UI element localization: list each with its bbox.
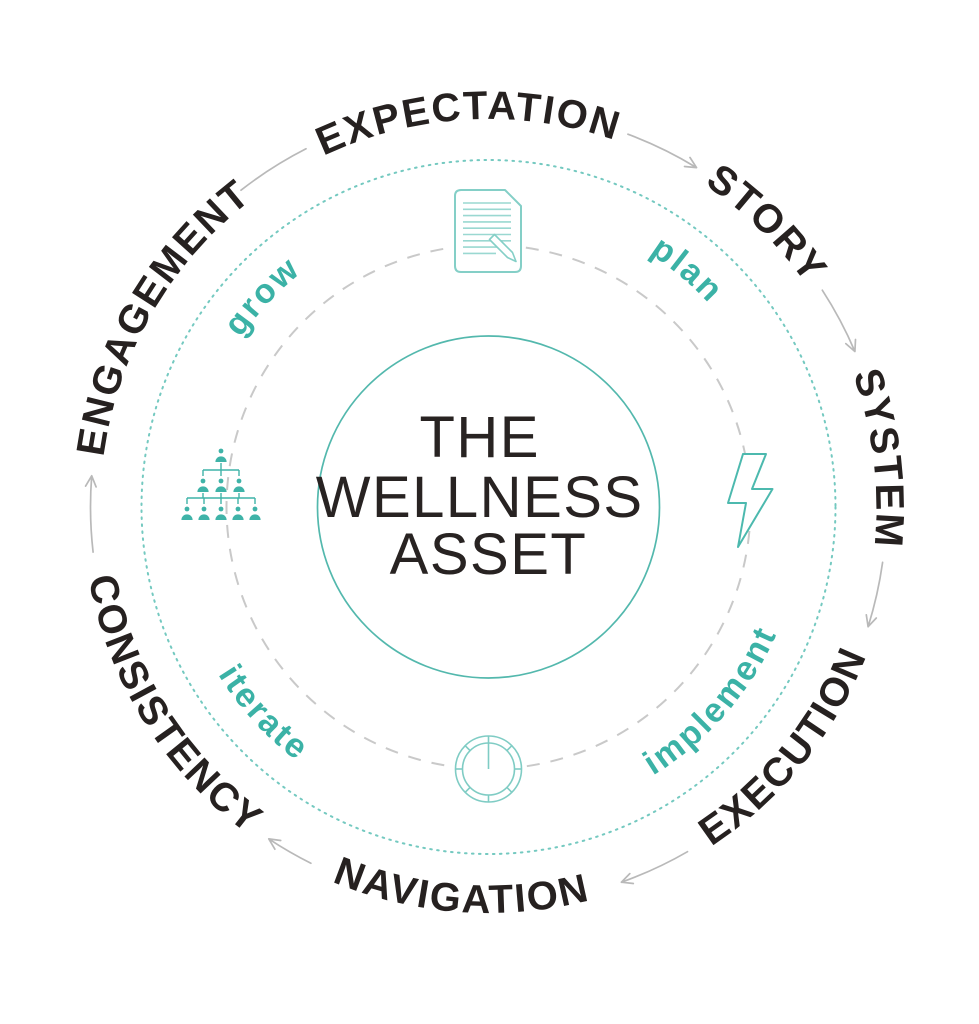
lightning-icon (727, 453, 774, 548)
ring-word-expectation: EXPECTATION (310, 84, 625, 164)
person-glyph (232, 506, 244, 520)
ring-word-navigation: NAVIGATION (329, 849, 592, 922)
person-glyph (181, 506, 193, 520)
svg-text:SYSTEM: SYSTEM (845, 363, 912, 550)
cycle-arrows (84, 133, 884, 885)
ring-word-execution: EXECUTION (691, 640, 873, 854)
svg-text:iterate: iterate (211, 658, 317, 768)
center-title-line-1: THE (419, 405, 540, 470)
ring-word-story: STORY (699, 156, 834, 291)
inner-word-grow: grow (216, 249, 305, 343)
pen-nib (488, 233, 517, 263)
inner-word-plan: plan (645, 229, 729, 311)
svg-text:grow: grow (216, 249, 307, 343)
person-glyph (198, 506, 210, 520)
document-pen-icon (454, 189, 522, 273)
svg-text:plan: plan (645, 229, 732, 311)
arrow-story-to-system (821, 289, 857, 353)
arrow-execution-to-navigation (620, 850, 689, 885)
person-glyph (249, 506, 261, 520)
outer-dotted-ring (140, 159, 837, 855)
person-glyph (215, 478, 227, 492)
document-text-lines (463, 202, 511, 255)
inner-word-iterate: iterate (211, 658, 314, 768)
person-glyph (197, 478, 209, 492)
center-title-line-2: WELLNESS (316, 465, 644, 530)
timer-tick (506, 744, 513, 751)
arrow-consistency-to-engagement (84, 474, 97, 553)
center-title-line-3: ASSET (390, 522, 588, 587)
timer-ticks (455, 735, 522, 803)
timer-tick (506, 787, 513, 794)
timer-icon (454, 735, 523, 803)
org-chart-icon (181, 448, 261, 520)
arrow-expectation-to-story (627, 133, 698, 169)
svg-text:STORY: STORY (699, 156, 836, 291)
timer-tick (464, 787, 471, 794)
ring-word-system: SYSTEM (845, 363, 910, 550)
svg-text:EXPECTATION: EXPECTATION (310, 84, 627, 164)
arrow-engagement-to-expectation (240, 147, 307, 192)
person-glyph (215, 506, 227, 520)
center-circle (316, 335, 661, 679)
svg-text:EXECUTION: EXECUTION (691, 640, 875, 854)
timer-tick (464, 744, 471, 751)
svg-text:NAVIGATION: NAVIGATION (329, 849, 594, 922)
arrow-system-to-execution (865, 561, 884, 628)
arrow-navigation-to-consistency (267, 838, 312, 865)
person-glyph (215, 448, 227, 462)
person-glyph (233, 478, 245, 492)
center-title: THE WELLNESS ASSET (316, 405, 662, 587)
